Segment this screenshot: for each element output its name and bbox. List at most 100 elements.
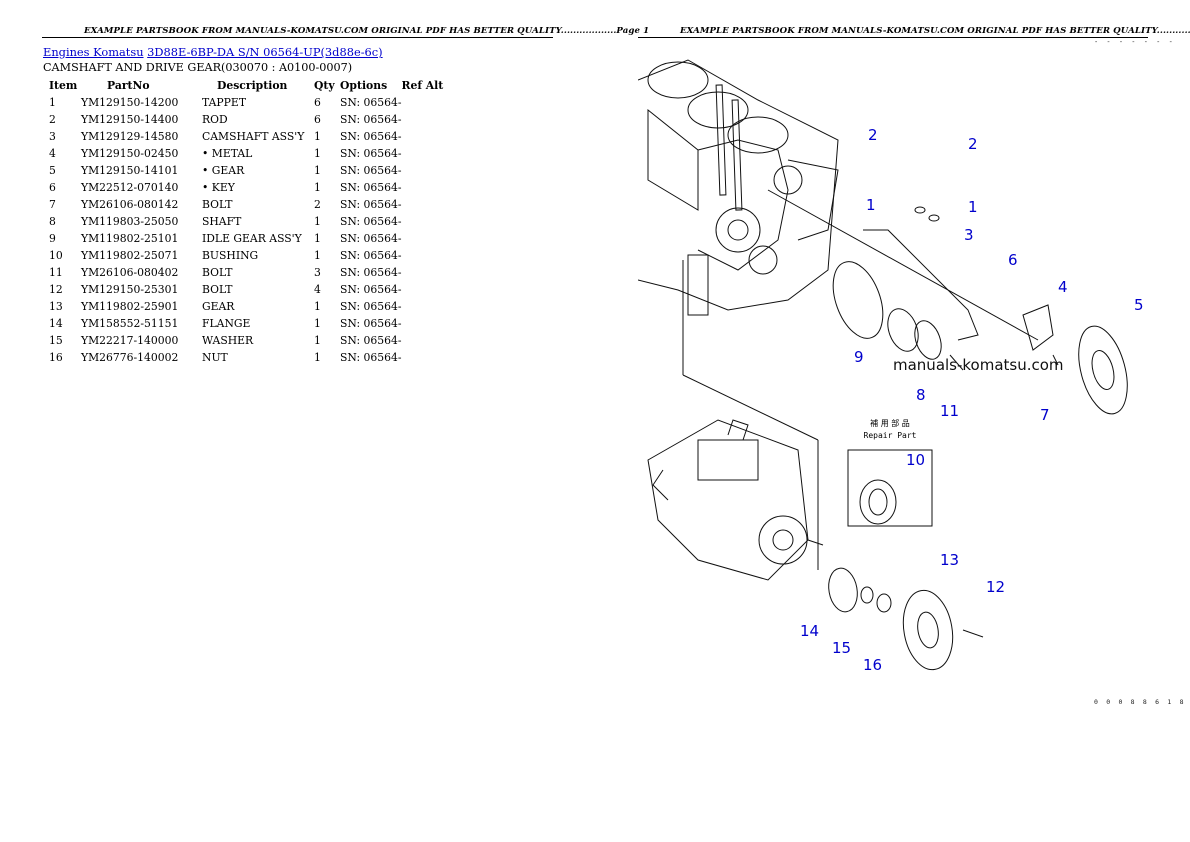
cell-ref-alt [402, 298, 444, 315]
breadcrumb-link-model[interactable]: 3D88E-6BP-DA S/N 06564-UP(3d88e-6c) [147, 45, 383, 59]
cell-qty: 1 [314, 130, 321, 143]
callout-label: 15 [832, 639, 851, 657]
cell-options: SN: 06564- [340, 334, 402, 347]
callout-label: 2 [868, 126, 878, 144]
page-title: CAMSHAFT AND DRIVE GEAR(030070 : A0100-0… [43, 61, 353, 74]
cell-partno: YM158552-51151 [81, 317, 179, 330]
callout-label: 13 [940, 551, 959, 569]
cell-description: ROD [202, 113, 228, 126]
callout-label: 1 [968, 198, 978, 216]
cell-partno: YM26106-080402 [81, 266, 179, 279]
cell-ref-alt [402, 179, 444, 196]
cell-description: IDLE GEAR ASS'Y [202, 232, 302, 245]
callout-label: 8 [916, 386, 926, 404]
cell-partno: YM119802-25901 [81, 300, 179, 313]
cell-item: 1 [49, 96, 56, 109]
cell-description: BOLT [202, 198, 233, 211]
cell-qty: 1 [314, 351, 321, 364]
cell-description: • GEAR [202, 164, 245, 177]
page1-header-rule [42, 37, 553, 38]
header-qty: Qty [314, 78, 335, 92]
cell-item: 15 [49, 334, 63, 347]
parts-table: Item PartNo Description Qty Options Ref … [43, 76, 443, 366]
cell-partno: YM119802-25071 [81, 249, 179, 262]
cell-options: SN: 06564- [340, 130, 402, 143]
cell-options: SN: 06564- [340, 215, 402, 228]
cell-partno: YM26106-080142 [81, 198, 179, 211]
cell-qty: 1 [314, 215, 321, 228]
cell-item: 3 [49, 130, 56, 143]
cell-ref-alt [402, 213, 444, 230]
callout-label: 5 [1134, 296, 1144, 314]
cell-description: • METAL [202, 147, 253, 160]
cell-options: SN: 06564- [340, 113, 402, 126]
cell-options: SN: 06564- [340, 147, 402, 160]
callout-label: 10 [906, 451, 925, 469]
table-row: 9 YM119802-25101 IDLE GEAR ASS'Y 1 SN: 06564… [43, 230, 443, 247]
cell-qty: 1 [314, 334, 321, 347]
cell-partno: YM129150-14400 [81, 113, 179, 126]
cell-qty: 2 [314, 198, 321, 211]
cell-description: TAPPET [202, 96, 247, 109]
cell-item: 9 [49, 232, 56, 245]
callout-label: 16 [863, 656, 882, 674]
repair-part-en-label: Repair Part [864, 431, 917, 440]
cell-description: NUT [202, 351, 228, 364]
cell-ref-alt [402, 349, 444, 366]
cell-ref-alt [402, 315, 444, 332]
repair-part-jp-label: 補 用 部 品 [870, 418, 910, 428]
callout-label: 14 [800, 622, 819, 640]
header-partno: PartNo [107, 78, 150, 92]
breadcrumb-link-engines[interactable]: Engines Komatsu [43, 45, 144, 59]
cell-description: BOLT [202, 283, 233, 296]
cell-qty: 1 [314, 181, 321, 194]
callout-label: 7 [1040, 406, 1050, 424]
cell-qty: 1 [314, 232, 321, 245]
header-options: Options [340, 78, 388, 92]
cell-ref-alt [402, 196, 444, 213]
cell-partno: YM129129-14580 [81, 130, 179, 143]
header-ref-alt: Ref Alt [401, 78, 444, 92]
cell-partno: YM26776-140002 [81, 351, 179, 364]
cell-partno: YM129150-25301 [81, 283, 179, 296]
page2-header-rule [638, 37, 1148, 38]
page1-header: EXAMPLE PARTSBOOK FROM MANUALS-KOMATSU.C… [84, 26, 650, 36]
cell-partno: YM129150-02450 [81, 147, 179, 160]
cell-item: 16 [49, 351, 63, 364]
cell-options: SN: 06564- [340, 198, 402, 211]
callout-label: 4 [1058, 278, 1068, 296]
callout-label: 2 [968, 135, 978, 153]
cell-partno: YM129150-14200 [81, 96, 179, 109]
cell-partno: YM22217-140000 [81, 334, 179, 347]
camshaft-drawing [715, 84, 1128, 415]
cell-options: SN: 06564- [340, 283, 402, 296]
cell-item: 14 [49, 317, 63, 330]
cell-options: SN: 06564- [340, 266, 402, 279]
cell-options: SN: 06564- [340, 181, 402, 194]
cell-options: SN: 06564- [340, 232, 402, 245]
header-item: Item [49, 78, 78, 92]
cell-item: 12 [49, 283, 63, 296]
cell-item: 5 [49, 164, 56, 177]
cell-description: SHAFT [202, 215, 242, 228]
cell-qty: 1 [314, 164, 321, 177]
cell-ref-alt [402, 94, 444, 111]
cell-ref-alt [402, 230, 444, 247]
cell-ref-alt [402, 111, 444, 128]
cell-partno: YM22512-070140 [81, 181, 179, 194]
cell-ref-alt [402, 264, 444, 281]
injection-pump-drawing [647, 419, 824, 581]
cell-item: 13 [49, 300, 63, 313]
cell-partno: YM119802-25101 [81, 232, 179, 245]
cell-description: • KEY [202, 181, 235, 194]
cell-ref-alt [402, 281, 444, 298]
